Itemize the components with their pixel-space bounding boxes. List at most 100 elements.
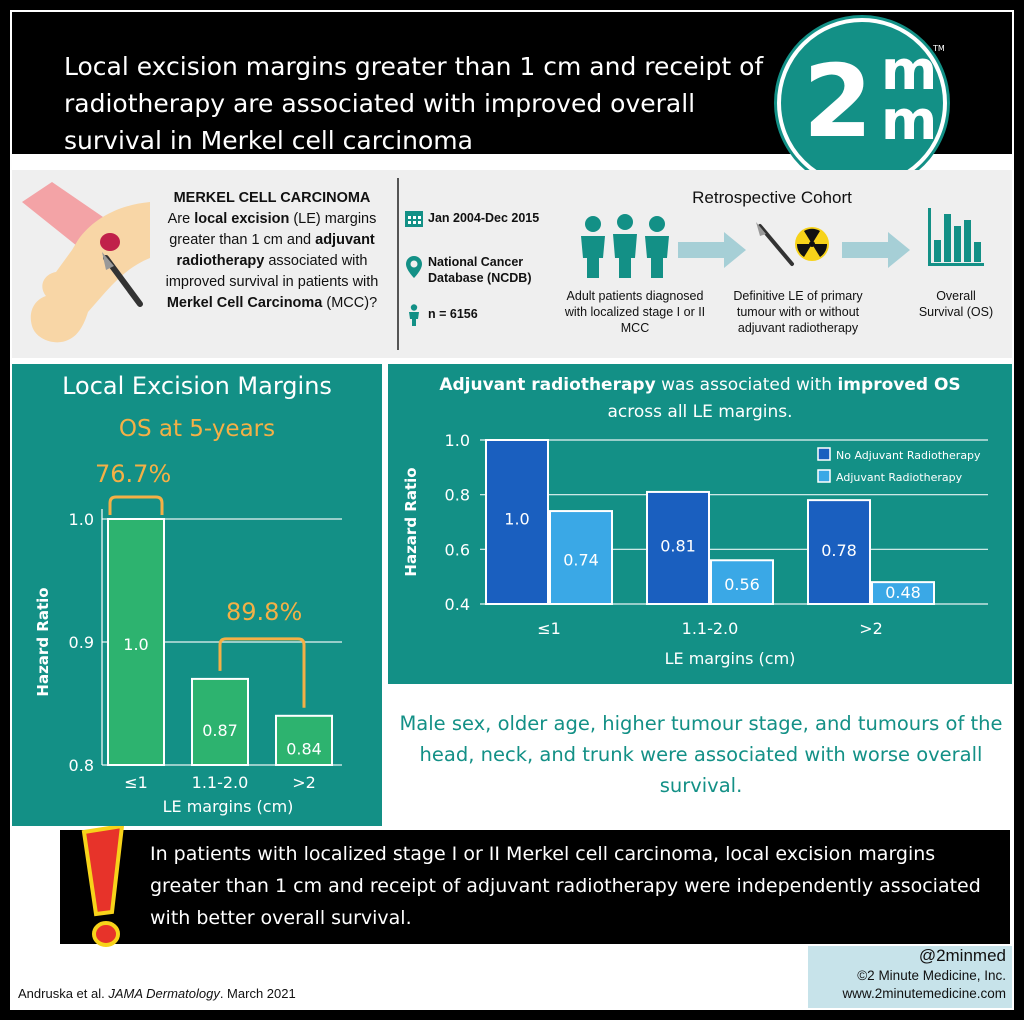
website-link[interactable]: www.2minutemedicine.com [842, 986, 1006, 1001]
bar-value-label: 0.74 [563, 551, 599, 570]
conclusion-text: In patients with localized stage I or II… [150, 843, 981, 929]
location-pin-icon [406, 256, 422, 278]
header-banner: Local excision margins greater than 1 cm… [12, 12, 1012, 155]
heading-bold-2: improved OS [837, 375, 961, 395]
heading-text-2: across all LE margins. [607, 402, 793, 422]
left-chart-bars: 1.0 0.87 0.84 [107, 518, 333, 766]
question-bold-3: Merkel Cell Carcinoma [166, 295, 323, 311]
bar-value-label: 1.0 [123, 635, 148, 654]
y-tick-label: 0.8 [69, 756, 94, 775]
x-tick-label: 1.1-2.0 [682, 619, 739, 638]
cohort-step-treatment: Definitive LE of primary tumour with or … [733, 289, 863, 335]
panel-title: Local Excision Margins [62, 372, 332, 400]
logo-letter-top: m [881, 39, 938, 102]
bar [485, 439, 549, 605]
bar [871, 581, 935, 605]
bar-value-label: 0.78 [821, 541, 857, 560]
heading-text-1: was associated with [655, 375, 838, 395]
credits-box: @2minmed ©2 Minute Medicine, Inc. www.2m… [808, 946, 1012, 1008]
radiation-icon [795, 227, 829, 261]
calendar-icon [405, 211, 423, 227]
x-tick-label: ≤1 [537, 619, 561, 638]
person-icon [409, 304, 419, 326]
y-tick-label: 0.4 [445, 595, 470, 614]
conclusion-box: In patients with localized stage I or II… [60, 826, 1010, 947]
copyright-text: ©2 Minute Medicine, Inc. [857, 968, 1006, 983]
cohort-step-patients: Adult patients diagnosed with localized … [564, 289, 706, 335]
logo-letter-bottom: m [881, 89, 938, 152]
logo-digit: 2 [803, 43, 873, 160]
secondary-finding: Male sex, older age, higher tumour stage… [399, 712, 1003, 797]
os-bracket-low [108, 495, 164, 515]
x-tick-label: ≤1 [124, 773, 148, 792]
bar-value-label: 0.87 [202, 721, 238, 740]
x-tick-label: >2 [292, 773, 316, 792]
radiotherapy-heading: Adjuvant radiotherapy was associated wit… [388, 372, 1012, 426]
bar [191, 677, 249, 766]
brand-logo: 2 m m TM [777, 18, 947, 188]
y-tick-label: 0.9 [69, 633, 94, 652]
local-excision-panel: Local Excision Margins OS at 5-years 76.… [12, 364, 382, 826]
x-tick-label: >2 [859, 619, 883, 638]
y-axis-label: Hazard Ratio [34, 587, 52, 696]
bar [107, 518, 165, 766]
exclamation-icon [81, 826, 125, 947]
arrow-right-icon [678, 232, 746, 268]
y-tick-label: 0.8 [445, 486, 470, 505]
x-axis-label: LE margins (cm) [665, 649, 796, 668]
right-bar-chart: 1.00.740.810.560.780.48 0.40.60.81.0Haza… [402, 431, 988, 668]
os-pct-low: 76.7% [95, 460, 172, 488]
social-handle: @2minmed [918, 946, 1006, 965]
os-brackets [108, 495, 306, 708]
os-bracket-high [218, 637, 306, 708]
bar [807, 499, 871, 605]
x-tick-label: 1.1-2.0 [192, 773, 249, 792]
bar-value-label: 0.56 [724, 575, 760, 594]
bar-value-label: 1.0 [504, 510, 529, 529]
question-text-1: Are [167, 211, 195, 227]
logo-trademark: TM [933, 44, 945, 53]
bar-chart-icon [928, 208, 984, 266]
legend-swatch [817, 447, 831, 461]
info-divider [397, 178, 399, 350]
panel-subtitle: OS at 5-years [118, 416, 276, 442]
y-tick-label: 1.0 [69, 510, 94, 529]
radiotherapy-panel: Adjuvant radiotherapy was associated wit… [388, 364, 1012, 684]
x-axis-label: LE margins (cm) [163, 797, 294, 816]
patients-icon [581, 214, 669, 278]
cohort-step-outcome: Overall Survival (OS) [918, 289, 994, 319]
page-title: Local excision margins greater than 1 cm… [64, 52, 764, 155]
question-bold-1: local excision [194, 211, 290, 227]
citation-journal: JAMA Dermatology [108, 986, 220, 1001]
bar [710, 559, 774, 605]
bar [646, 490, 710, 605]
right-chart-bars: 1.0 0.74 0.81 0.56 0.78 0.48 [485, 439, 935, 605]
question-text-4: (MCC)? [322, 295, 378, 311]
bar-value-label: 0.48 [885, 583, 921, 602]
bar [275, 714, 333, 766]
citation: Andruska et al. JAMA Dermatology. March … [18, 986, 296, 1001]
study-database-text: National Cancer Database (NCDB) [428, 255, 532, 285]
arrow-right-icon-2 [842, 232, 910, 268]
bar [549, 510, 613, 605]
question-text-3: associated with improved survival in pat… [165, 253, 379, 290]
study-n-text: n = 6156 [428, 307, 478, 321]
y-tick-label: 0.6 [445, 540, 470, 559]
study-dates-text: Jan 2004-Dec 2015 [428, 211, 540, 225]
study-info-strip: MERKEL CELL CARCINOMA Are local excision… [12, 170, 1012, 358]
os-pct-high: 89.8% [226, 598, 303, 626]
bar-value-label: 0.84 [286, 739, 322, 758]
question-heading: MERKEL CELL CARCINOMA [173, 190, 371, 206]
cohort-title: Retrospective Cohort [692, 188, 852, 207]
y-tick-label: 1.0 [445, 431, 470, 450]
question-text-2: (LE) margins greater than 1 cm and [169, 211, 377, 248]
arm-excision-illustration [22, 182, 150, 343]
legend-label: Adjuvant Radiotherapy [836, 471, 963, 484]
study-question: MERKEL CELL CARCINOMA Are local excision… [152, 188, 392, 314]
bar-value-label: 0.81 [660, 537, 696, 556]
citation-authors: Andruska et al. [18, 986, 109, 1001]
